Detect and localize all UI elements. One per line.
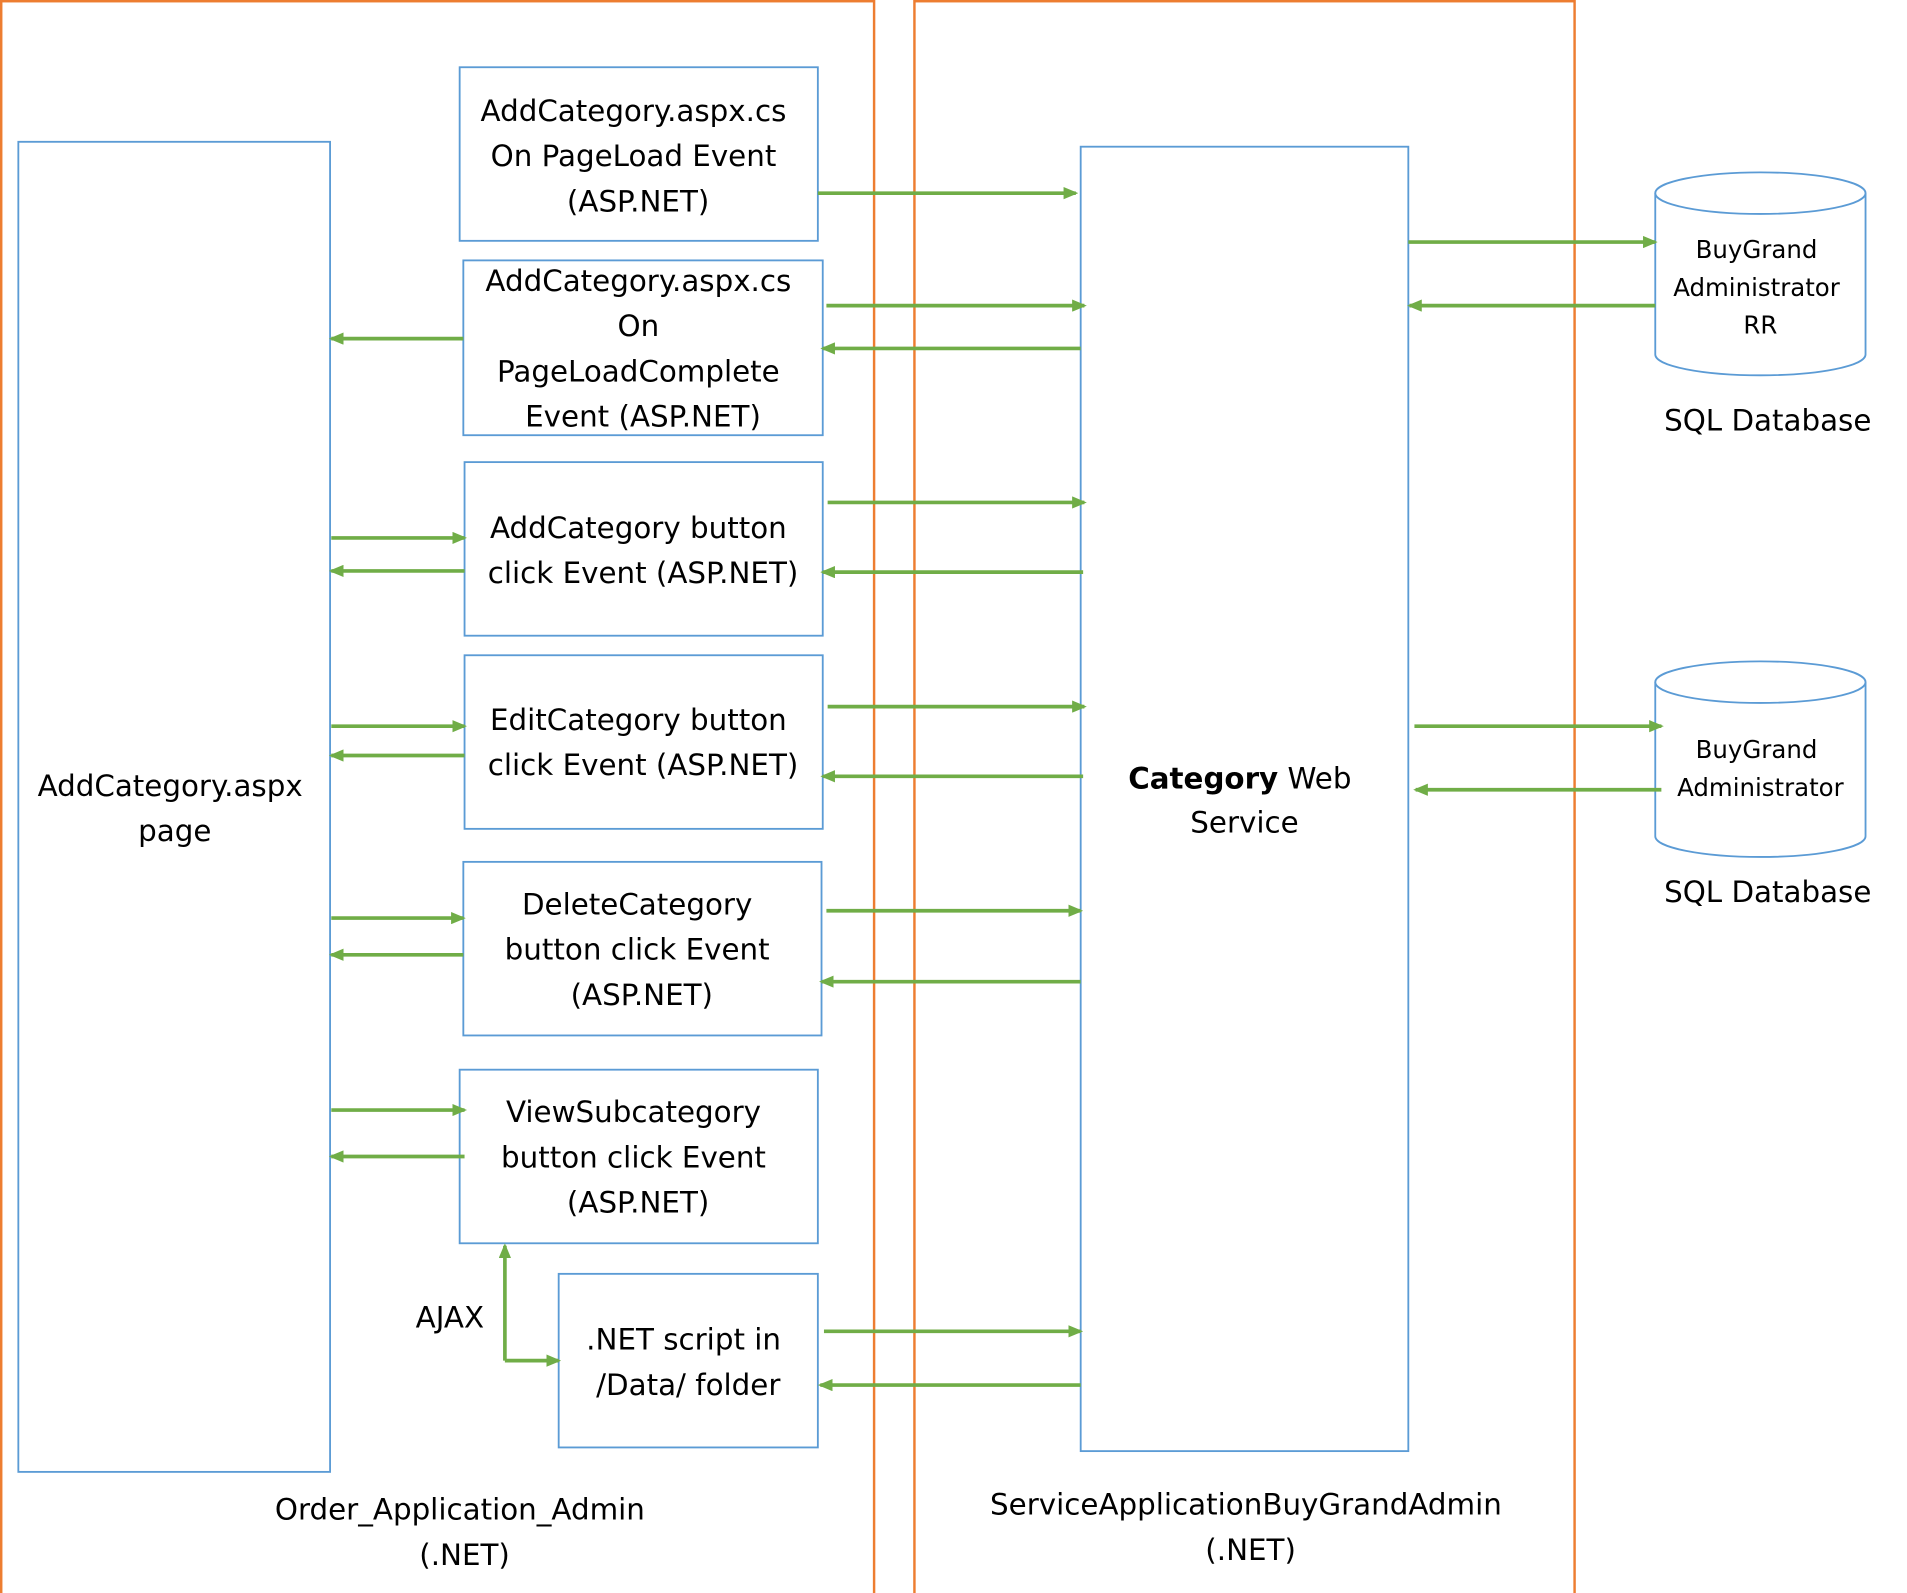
addcategory-page-label: AddCategory.aspx page xyxy=(38,769,312,848)
sql-database-main: BuyGrand Administrator xyxy=(1654,660,1867,858)
net-script-label: .NET script in /Data/ folder xyxy=(586,1323,790,1402)
net-script-box xyxy=(557,1272,819,1449)
add-category-click-event-box xyxy=(463,461,824,637)
add-category-click-event-label: AddCategory button click Event (ASP.NET) xyxy=(488,511,799,590)
category-web-service-box xyxy=(1079,145,1410,1453)
sql-database-rr: BuyGrand Administrator RR xyxy=(1654,171,1867,377)
database-rr-caption: SQL Database xyxy=(1664,403,1871,437)
service-app-label: ServiceApplicationBuyGrandAdmin (.NET) xyxy=(990,1488,1511,1567)
view-subcategory-click-event-label: ViewSubcategory button click Event (ASP.… xyxy=(501,1095,775,1219)
addcategory-page-box xyxy=(17,140,331,1473)
page-load-event-label: AddCategory.aspx.cs On PageLoad Event (A… xyxy=(481,94,796,218)
edit-category-click-event-box xyxy=(463,654,824,830)
admin-app-container xyxy=(0,0,876,1593)
database-main-label: BuyGrand Administrator xyxy=(1677,735,1845,802)
category-web-service-label: Category Web Service xyxy=(1128,762,1361,840)
database-main-caption: SQL Database xyxy=(1664,875,1871,909)
view-subcategory-click-event-box xyxy=(458,1068,819,1245)
service-app-container xyxy=(913,0,1576,1593)
admin-app-label: Order_Application_Admin (.NET) xyxy=(275,1493,654,1572)
delete-category-click-event-label: DeleteCategory button click Event (ASP.N… xyxy=(505,887,779,1011)
ajax-label: AJAX xyxy=(416,1301,484,1335)
edit-category-click-event-label: EditCategory button click Event (ASP.NET… xyxy=(488,703,799,782)
page-load-event-box xyxy=(458,66,819,242)
page-load-complete-event-box xyxy=(462,259,824,437)
page-load-complete-event-label: AddCategory.aspx.cs On PageLoadComplete … xyxy=(485,264,800,434)
delete-category-click-event-box xyxy=(462,860,823,1037)
database-rr-label: BuyGrand Administrator RR xyxy=(1673,235,1847,340)
